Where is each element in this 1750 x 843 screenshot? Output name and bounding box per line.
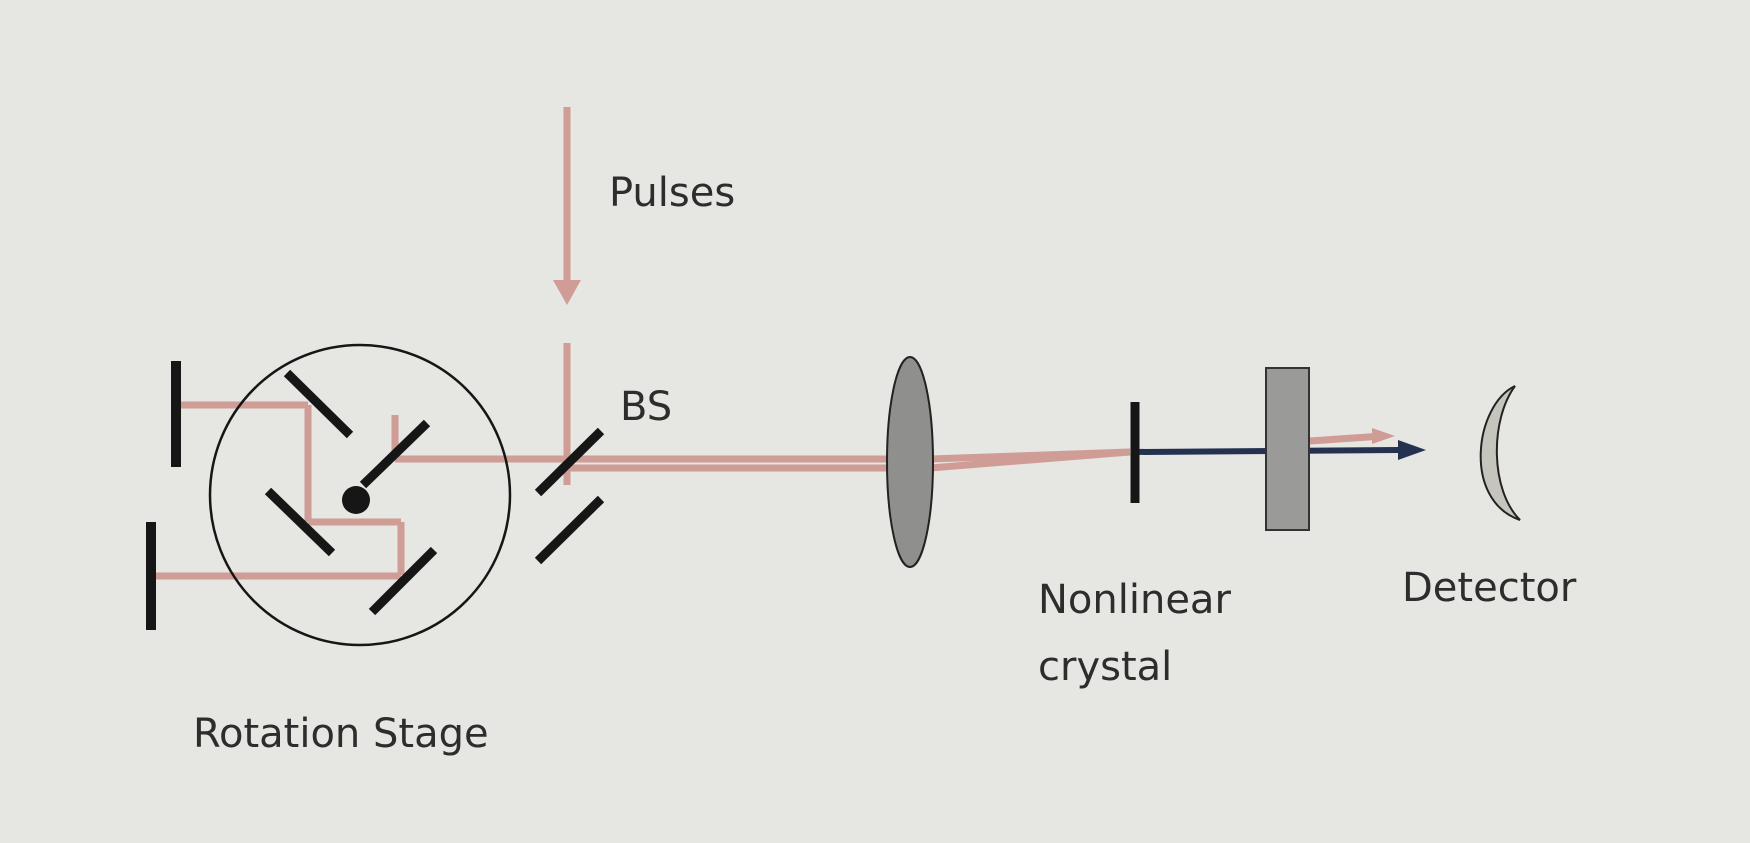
stage-mirror	[359, 419, 431, 489]
rotation-stage	[208, 343, 512, 647]
output-pink-arrowhead	[1372, 428, 1395, 444]
focused-beam-bottom	[929, 448, 1131, 472]
nonlinear-crystal	[1265, 367, 1310, 531]
stage-mirror	[264, 487, 336, 557]
beam-splitter-mirror-lower	[534, 495, 605, 565]
pulses-label: Pulses	[609, 170, 735, 216]
beam-paths	[153, 107, 1395, 580]
focusing-lens	[886, 356, 934, 568]
beam-splitter-mirror	[534, 427, 605, 497]
stage-mirror	[368, 546, 438, 616]
rotation-axis-dot	[342, 486, 370, 514]
incoming-beam-arrowhead	[553, 280, 581, 305]
detector-crescent	[1479, 385, 1521, 521]
detector-label: Detector	[1402, 565, 1577, 611]
output-dark-arrowhead	[1398, 440, 1426, 460]
nonlinear-crystal-label-line2: crystal	[1038, 644, 1172, 690]
beam-splitter-label: BS	[620, 384, 672, 430]
nonlinear-crystal-label-line1: Nonlinear	[1038, 577, 1231, 623]
rotation-stage-circle	[208, 343, 512, 647]
rotation-stage-label: Rotation Stage	[193, 711, 489, 757]
stage-mirror	[283, 369, 354, 439]
